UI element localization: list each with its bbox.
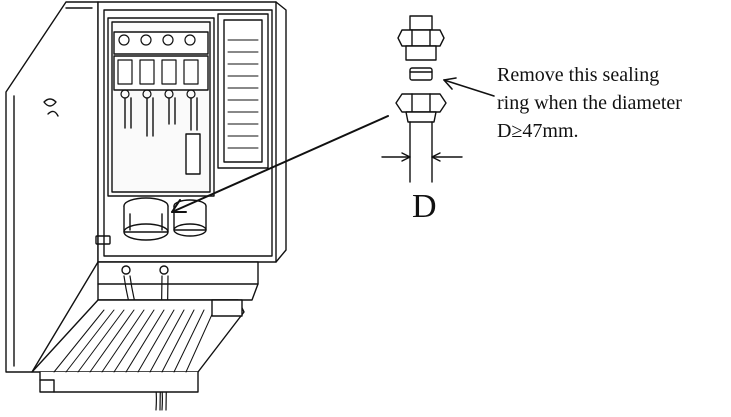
gland-body bbox=[395, 93, 447, 123]
component-strip bbox=[227, 39, 259, 149]
diameter-dimension bbox=[381, 152, 463, 162]
pointer-arrow bbox=[171, 115, 389, 213]
cable-gland-right bbox=[173, 199, 207, 237]
sealing-ring-note: Remove this sealing ring when the diamet… bbox=[497, 61, 727, 145]
note-line-2: ring when the diameter bbox=[497, 92, 682, 114]
gland-cap-nut bbox=[397, 15, 445, 61]
sealing-ring-leader-arrow bbox=[443, 77, 495, 97]
note-line-1: Remove this sealing bbox=[497, 64, 660, 86]
note-line-3: D≥47mm. bbox=[497, 120, 579, 142]
heat-sink bbox=[31, 299, 245, 393]
sealing-ring bbox=[409, 67, 433, 81]
base-screw-right bbox=[159, 265, 169, 275]
cable-gland-left bbox=[123, 197, 169, 241]
base-screw-left bbox=[121, 265, 131, 275]
cable-section bbox=[409, 121, 433, 183]
terminal-block bbox=[113, 31, 209, 137]
diameter-label: D bbox=[412, 188, 437, 225]
inner-connector bbox=[185, 133, 201, 175]
